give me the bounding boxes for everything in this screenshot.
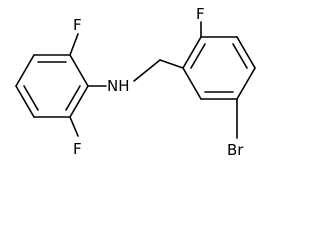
bond bbox=[236, 67, 256, 100]
bond bbox=[69, 85, 89, 118]
fluorine-label-upper-right: F bbox=[196, 5, 205, 23]
bond bbox=[69, 54, 89, 87]
double-bond-inner bbox=[65, 85, 81, 111]
double-bond-inner bbox=[232, 43, 248, 69]
bond bbox=[182, 67, 202, 100]
bond-ch2-ring bbox=[159, 59, 184, 69]
bond-c-f-lower bbox=[69, 116, 79, 137]
double-bond-inner bbox=[190, 43, 206, 69]
molecule-diagram: F F NH F Br bbox=[15, 5, 256, 159]
bond bbox=[15, 85, 35, 118]
double-bond-inner bbox=[23, 85, 39, 111]
bromine-label: Br bbox=[227, 141, 244, 159]
bond-n-ch2 bbox=[133, 59, 161, 82]
bromofluorophenyl-ring bbox=[182, 36, 256, 100]
bond bbox=[15, 54, 35, 87]
fluorine-label-upper-left: F bbox=[73, 16, 82, 34]
amine-label: NH bbox=[107, 77, 130, 95]
bond bbox=[236, 36, 256, 69]
fluorine-label-lower-left: F bbox=[73, 140, 82, 158]
bond-c-f-upper bbox=[69, 33, 79, 56]
bond bbox=[182, 36, 202, 69]
difluorophenyl-ring bbox=[15, 54, 89, 118]
